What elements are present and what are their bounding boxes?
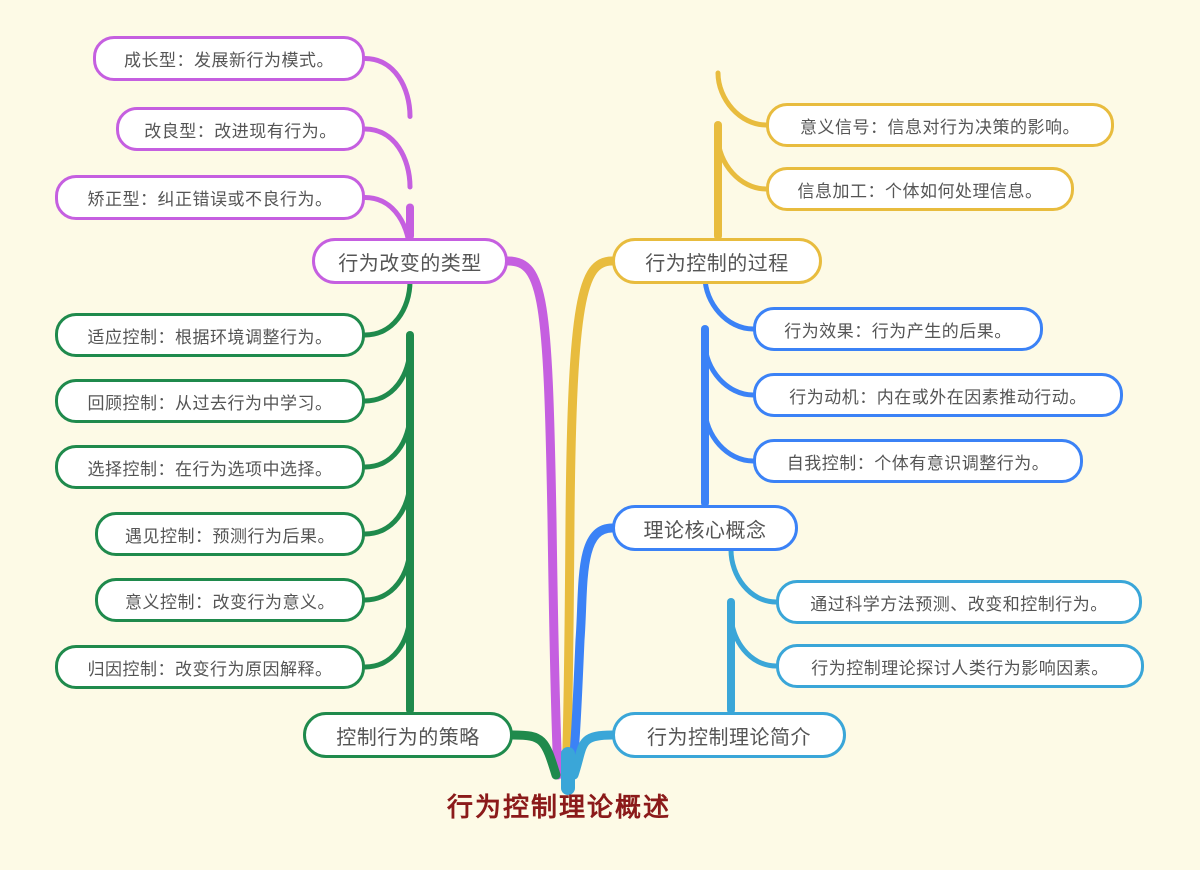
- node-label: 成长型：发展新行为模式。: [124, 51, 334, 70]
- node-label: 遇见控制：预测行为后果。: [125, 526, 335, 546]
- leaf-node-behavior-change-types-0[interactable]: 成长型：发展新行为模式。: [93, 36, 365, 81]
- node-label: 矫正型：纠正错误或不良行为。: [87, 190, 333, 209]
- node-label: 行为控制的过程: [645, 252, 789, 275]
- node-label: 回顾控制：从过去行为中学习。: [87, 393, 333, 413]
- leaf-node-behavior-control-strategies-5[interactable]: 归因控制：改变行为原因解释。: [55, 645, 365, 689]
- node-label: 控制行为的策略: [336, 726, 480, 749]
- root-title: 行为控制理论概述: [447, 792, 672, 822]
- node-label: 行为动机：内在或外在因素推动行动。: [789, 387, 1087, 407]
- node-label: 改良型：改进现有行为。: [144, 121, 337, 141]
- leaf-node-theory-introduction-0[interactable]: 通过科学方法预测、改变和控制行为。: [776, 580, 1142, 624]
- branch-node-behavior-control-strategies[interactable]: 控制行为的策略: [303, 712, 513, 758]
- leaf-node-theory-introduction-1[interactable]: 行为控制理论探讨人类行为影响因素。: [776, 644, 1144, 688]
- branch-node-behavior-change-types[interactable]: 行为改变的类型: [312, 238, 508, 284]
- node-label: 归因控制：改变行为原因解释。: [87, 659, 333, 679]
- leaf-node-behavior-control-strategies-0[interactable]: 适应控制：根据环境调整行为。: [55, 313, 365, 357]
- branch-node-theory-core-concepts[interactable]: 理论核心概念: [612, 505, 798, 551]
- leaf-node-theory-core-concepts-2[interactable]: 自我控制：个体有意识调整行为。: [753, 439, 1083, 483]
- node-label: 行为效果：行为产生的后果。: [784, 321, 1012, 341]
- node-label: 行为控制理论探讨人类行为影响因素。: [811, 658, 1109, 678]
- leaf-node-behavior-control-process-0[interactable]: 意义信号：信息对行为决策的影响。: [766, 103, 1114, 147]
- node-label: 意义信号：信息对行为决策的影响。: [800, 117, 1080, 137]
- node-label: 行为改变的类型: [338, 252, 482, 275]
- node-label: 信息加工：个体如何处理信息。: [797, 181, 1043, 201]
- leaf-node-behavior-change-types-2[interactable]: 矫正型：纠正错误或不良行为。: [55, 175, 365, 220]
- leaf-node-behavior-control-strategies-4[interactable]: 意义控制：改变行为意义。: [95, 578, 365, 622]
- leaf-node-behavior-change-types-1[interactable]: 改良型：改进现有行为。: [116, 107, 365, 151]
- node-label: 适应控制：根据环境调整行为。: [87, 327, 333, 347]
- leaf-node-behavior-control-strategies-2[interactable]: 选择控制：在行为选项中选择。: [55, 445, 365, 489]
- node-label: 通过科学方法预测、改变和控制行为。: [810, 594, 1108, 614]
- node-label: 选择控制：在行为选项中选择。: [87, 459, 333, 479]
- branch-node-theory-introduction[interactable]: 行为控制理论简介: [612, 712, 846, 758]
- branch-node-behavior-control-process[interactable]: 行为控制的过程: [612, 238, 822, 284]
- node-label: 理论核心概念: [643, 519, 767, 542]
- node-label: 自我控制：个体有意识调整行为。: [786, 453, 1050, 473]
- node-label: 行为控制理论简介: [647, 726, 811, 749]
- leaf-node-theory-core-concepts-1[interactable]: 行为动机：内在或外在因素推动行动。: [753, 373, 1123, 417]
- leaf-node-behavior-control-strategies-3[interactable]: 遇见控制：预测行为后果。: [95, 512, 365, 556]
- node-label: 意义控制：改变行为意义。: [125, 592, 335, 612]
- leaf-node-behavior-control-strategies-1[interactable]: 回顾控制：从过去行为中学习。: [55, 379, 365, 423]
- leaf-node-behavior-control-process-1[interactable]: 信息加工：个体如何处理信息。: [766, 167, 1074, 211]
- leaf-node-theory-core-concepts-0[interactable]: 行为效果：行为产生的后果。: [753, 307, 1043, 351]
